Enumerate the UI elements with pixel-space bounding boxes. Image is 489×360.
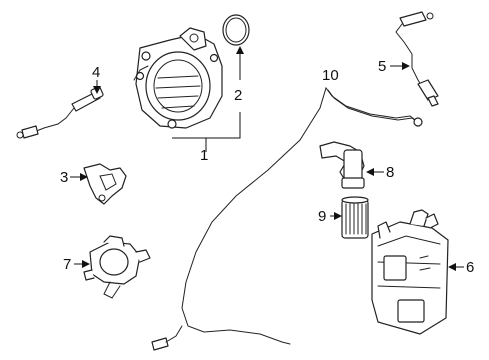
callout-2: 2 — [234, 46, 244, 104]
valve-part-7[interactable] — [83, 235, 151, 299]
callout-label-1: 1 — [200, 147, 208, 164]
callout-label-10: 10 — [322, 67, 339, 84]
callout-9: 9 — [318, 208, 342, 225]
callout-label-7: 7 — [63, 256, 71, 273]
oxygen-sensor-part-5[interactable] — [395, 11, 439, 107]
callout-4: 4 — [92, 64, 101, 94]
hose-connector-part-8[interactable] — [319, 141, 365, 189]
callout-8: 8 — [366, 164, 394, 181]
o-ring-part-2[interactable] — [222, 14, 250, 46]
callout-7: 7 — [63, 256, 90, 273]
callout-label-4: 4 — [92, 64, 100, 81]
callout-label-8: 8 — [386, 164, 394, 181]
vacuum-pump-part-1[interactable] — [133, 27, 223, 129]
callout-label-3: 3 — [60, 169, 68, 186]
callout-10: 10 — [322, 67, 339, 84]
callout-label-6: 6 — [466, 259, 474, 276]
callout-label-2: 2 — [234, 87, 242, 104]
bracket-part-3[interactable] — [83, 163, 127, 205]
callout-1: 1 — [172, 112, 241, 164]
callout-label-9: 9 — [318, 208, 326, 225]
canister-part-6[interactable] — [371, 209, 449, 335]
hose-line-part-10[interactable] — [151, 86, 423, 351]
callout-3: 3 — [60, 169, 88, 186]
filter-element-part-9[interactable] — [341, 196, 369, 239]
callout-label-5: 5 — [378, 58, 386, 75]
sensor-part-4[interactable] — [16, 86, 104, 139]
callout-6: 6 — [448, 259, 474, 276]
callout-5: 5 — [378, 58, 410, 75]
